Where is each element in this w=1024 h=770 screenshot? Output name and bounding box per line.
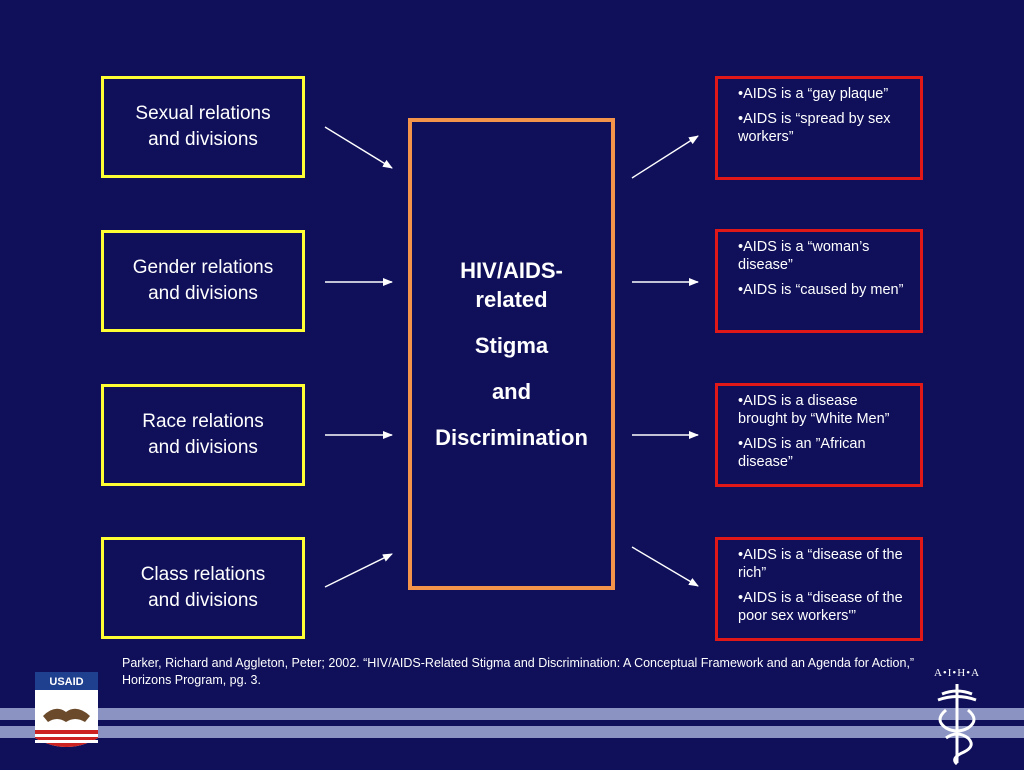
footer-stripe	[0, 726, 1024, 738]
center-title-line: and	[491, 379, 532, 404]
arrow	[324, 126, 393, 169]
sexual-stigma-box: •AIDS is a “gay plaque” •AIDS is “spread…	[715, 76, 923, 180]
stigma-bullet: •AIDS is a “gay plaque”	[738, 86, 889, 102]
box-label-line: and divisions	[148, 437, 258, 458]
stigma-bullet: •AIDS is a “woman’s disease”	[738, 239, 870, 273]
stigma-bullet: •AIDS is a “disease of the poor sex work…	[738, 590, 903, 624]
box-label-line: Gender relations	[132, 257, 274, 278]
stigma-bullet: •AIDS is a “disease of the rich”	[738, 547, 903, 581]
box-label-line: Sexual relations	[135, 103, 271, 124]
box-label-line: and divisions	[148, 129, 258, 150]
center-title-line: Stigma	[474, 333, 549, 358]
box-label-line: and divisions	[148, 590, 258, 611]
center-title-line: Discrimination	[435, 425, 588, 450]
race-relations-box: Race relations and divisions	[101, 384, 305, 486]
aiha-wordmark: A•I•H•A	[933, 667, 981, 679]
class-relations-box: Class relations and divisions	[101, 537, 305, 639]
usaid-logo: USAID	[35, 672, 98, 756]
class-stigma-box: •AIDS is a “disease of the rich” •AIDS i…	[715, 537, 923, 641]
stigma-bullet: •AIDS is “caused by men”	[738, 282, 904, 298]
stigma-bullet: •AIDS is an ”African disease”	[738, 436, 866, 470]
sexual-relations-box: Sexual relations and divisions	[101, 76, 305, 178]
footer-stripe	[0, 708, 1024, 720]
center-title-line: related	[475, 287, 548, 312]
box-label-line: Race relations	[142, 411, 264, 432]
citation-text: Parker, Richard and Aggleton, Peter; 200…	[122, 656, 915, 687]
svg-text:USAID: USAID	[49, 676, 83, 688]
stigma-bullet: •AIDS is a disease brought by “White Men…	[738, 393, 890, 427]
arrow	[324, 553, 393, 588]
center-title-line: HIV/AIDS-	[460, 258, 563, 283]
stigma-bullet: •AIDS is “spread by sex workers”	[738, 111, 891, 145]
box-label-line: Class relations	[140, 564, 266, 585]
arrow	[631, 546, 699, 587]
stigma-center-box: HIV/AIDS- related Stigma and Discriminat…	[408, 118, 615, 590]
race-stigma-box: •AIDS is a disease brought by “White Men…	[715, 383, 923, 487]
arrow	[631, 135, 699, 179]
gender-stigma-box: •AIDS is a “woman’s disease” •AIDS is “c…	[715, 229, 923, 333]
caduceus-icon	[920, 680, 994, 766]
gender-relations-box: Gender relations and divisions	[101, 230, 305, 332]
box-label-line: and divisions	[148, 283, 258, 304]
